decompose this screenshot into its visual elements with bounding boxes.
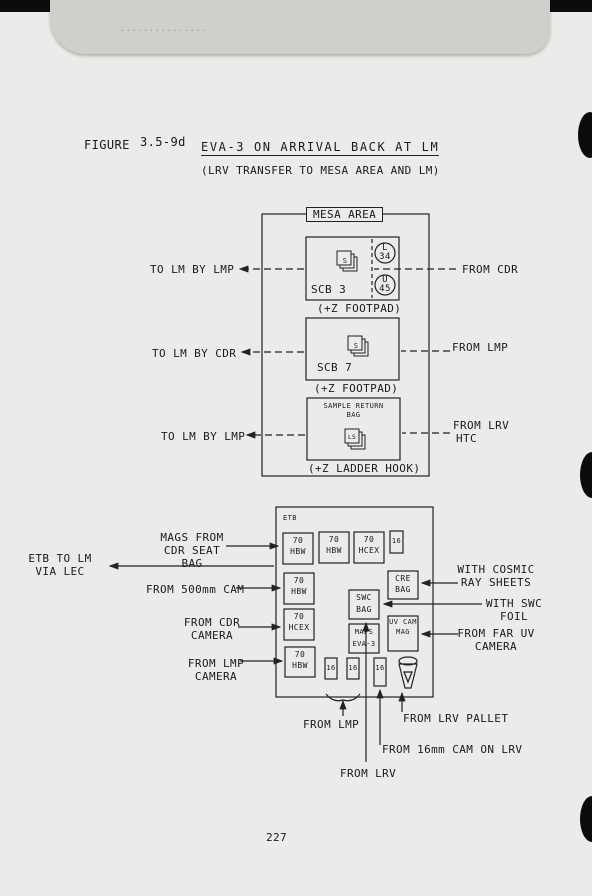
mesa-area-title: MESA AREA [306, 207, 384, 222]
from-lrv-bottom: FROM LRV [340, 767, 397, 780]
etb-to-lm-via-lec: ETB TO LM VIA LEC [28, 552, 92, 578]
mag-16-1: 16 [391, 537, 402, 545]
figure-label: FIGURE [84, 138, 130, 152]
with-swc-foil: WITH SWC FOIL [485, 597, 543, 623]
from-lmp: FROM LMP [452, 341, 509, 354]
figure-subtitle: (LRV TRANSFER TO MESA AREA AND LM) [201, 164, 440, 177]
to-lm-by-cdr: TO LM BY CDR [152, 347, 237, 360]
u45-circle-text: U 45 [379, 275, 391, 294]
from-lrv-htc-line1: FROM LRV [453, 419, 510, 432]
swc-bag: SWC BAG [356, 593, 372, 614]
box3-caption: (+Z LADDER HOOK) [308, 462, 421, 475]
ls-bag-letter: LS [347, 434, 357, 441]
figure-number: 3.5-9d [140, 135, 186, 149]
sample-return-bag-label: SAMPLE RETURN [323, 402, 384, 410]
mags-from-cdr-seat-bag: MAGS FROM CDR SEAT BAG [160, 531, 224, 570]
page-number: 227 [266, 831, 288, 844]
box2-caption: (+Z FOOTPAD) [314, 382, 399, 395]
document-page [0, 12, 592, 896]
mag-70-hcex-1: 70 HCEX [358, 535, 380, 555]
scb7-label: SCB 7 [317, 361, 353, 374]
scb3-bag-letter: S [342, 257, 348, 265]
mag-70-hbw-3: 70 HBW [291, 576, 307, 596]
from-16mm-cam-on-lrv: FROM 16mm CAM ON LRV [382, 743, 523, 756]
l34-circle-text: L 34 [379, 243, 391, 262]
sample-return-bag-label-2: BAG [346, 411, 361, 419]
to-lm-by-lmp-1: TO LM BY LMP [150, 263, 235, 276]
binder-hole [580, 796, 592, 842]
from-cdr: FROM CDR [462, 263, 519, 276]
mag-16-4: 16 [375, 664, 385, 672]
from-500mm-cam: FROM 500mm CAM [146, 583, 245, 596]
strip-text: ............... [120, 24, 208, 33]
to-lm-by-lmp-2: TO LM BY LMP [161, 430, 246, 443]
paper-top-strip: ............... [50, 0, 550, 54]
cre-bag: CRE BAG [395, 574, 411, 594]
mag-70-hbw-1: 70 HBW [290, 536, 306, 556]
binder-hole [580, 452, 592, 498]
etb-title: ETB [283, 514, 297, 522]
mag-16-2: 16 [326, 664, 336, 672]
from-lmp-camera: FROM LMP CAMERA [187, 657, 245, 683]
from-cdr-camera: FROM CDR CAMERA [183, 616, 241, 642]
mag-70-hbw-2: 70 HBW [326, 535, 342, 555]
uv-cam-mag: UV CAM MAG [389, 618, 417, 636]
mag-16-3: 16 [348, 664, 358, 672]
from-lmp-bottom: FROM LMP [303, 718, 360, 731]
scb3-label: SCB 3 [311, 283, 347, 296]
mag-70-hbw-4: 70 HBW [292, 650, 308, 670]
from-far-uv-camera: FROM FAR UV CAMERA [457, 627, 535, 653]
binder-hole [578, 112, 592, 158]
with-cosmic-ray-sheets: WITH COSMIC RAY SHEETS [457, 563, 535, 589]
from-lrv-pallet: FROM LRV PALLET [403, 712, 509, 725]
scb7-bag-letter: S [353, 342, 359, 350]
figure-title: EVA-3 ON ARRIVAL BACK AT LM [201, 140, 440, 156]
from-lrv-htc-line2: HTC [456, 432, 478, 445]
mag-70-hcex-2: 70 HCEX [288, 612, 310, 632]
box1-caption: (+Z FOOTPAD) [317, 302, 402, 315]
maps-eva3: MAPS EVA-3 [352, 628, 376, 648]
